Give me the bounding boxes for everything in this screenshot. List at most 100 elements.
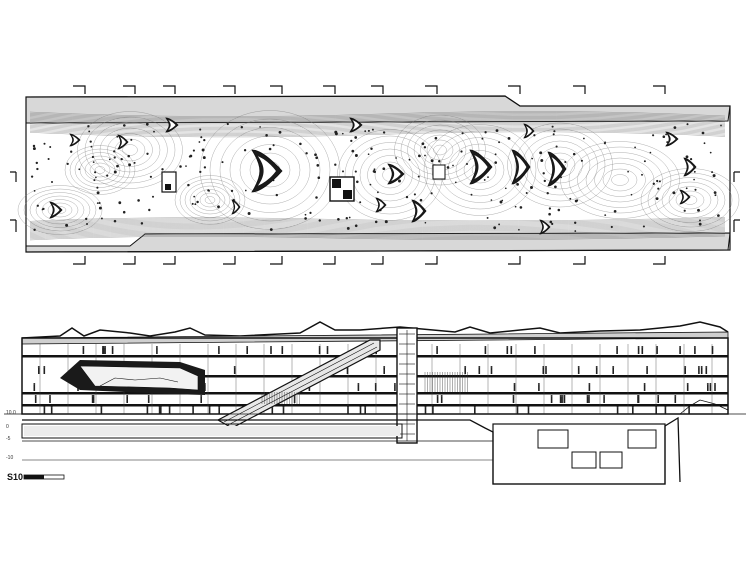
- section-figure: [246, 348, 248, 354]
- section-marker-bottom: [371, 256, 384, 265]
- person: [367, 153, 370, 156]
- terrain-pods: [49, 117, 697, 235]
- person: [96, 202, 99, 205]
- contour-ring: [179, 178, 241, 222]
- contour-ring: [426, 139, 454, 161]
- section-figure: [357, 385, 360, 391]
- section-figure-head: [657, 395, 660, 397]
- section-figure: [538, 385, 540, 391]
- contour-line: [29, 128, 726, 134]
- contour-ring: [423, 124, 537, 216]
- floor-slab: [417, 392, 728, 395]
- contour-line: [29, 228, 726, 233]
- person: [43, 142, 46, 145]
- person: [113, 219, 117, 223]
- person: [244, 189, 247, 192]
- section-figure: [424, 408, 427, 414]
- person: [498, 141, 501, 144]
- contour-line: [29, 230, 726, 235]
- section-figure: [559, 397, 562, 403]
- person: [514, 205, 517, 208]
- section-marker-top: [573, 85, 586, 94]
- person: [438, 160, 441, 163]
- person: [208, 190, 211, 192]
- person: [151, 195, 155, 198]
- person: [98, 202, 101, 204]
- person: [698, 222, 702, 226]
- floor-slab: [22, 355, 728, 358]
- section-figure-head: [674, 395, 677, 397]
- section-figure: [43, 408, 46, 414]
- section-figure: [156, 348, 158, 354]
- section-figure-head: [208, 406, 211, 408]
- section-figure-head: [637, 346, 640, 348]
- section-figure: [34, 397, 37, 403]
- section-figure: [643, 385, 646, 391]
- section-figure-head: [147, 395, 150, 397]
- person: [713, 191, 717, 194]
- person: [315, 196, 318, 199]
- person: [269, 228, 273, 231]
- section-figure: [464, 368, 466, 374]
- person: [122, 124, 126, 127]
- level-mark-1: 10.0: [6, 410, 16, 416]
- escalator-ramp: [216, 339, 381, 429]
- person: [354, 170, 357, 173]
- contour-ring: [661, 181, 719, 219]
- person: [504, 187, 507, 190]
- section-figure-head: [393, 383, 396, 385]
- section-figure: [146, 408, 149, 414]
- section-figure-head: [436, 346, 439, 348]
- contour-ring: [433, 144, 447, 156]
- section-figure: [512, 397, 515, 403]
- section-figure: [208, 408, 211, 414]
- section-figure: [714, 385, 716, 391]
- contour-ring: [529, 140, 591, 190]
- section-marker-bottom: [573, 256, 586, 265]
- section-figure-head: [464, 366, 467, 368]
- core-block-3: [432, 164, 446, 180]
- section-figure: [563, 397, 566, 403]
- core-block-2-fill: [332, 179, 341, 188]
- person: [65, 223, 69, 227]
- person: [452, 164, 454, 167]
- section-figure-head: [158, 406, 161, 408]
- person: [188, 155, 191, 158]
- person: [580, 159, 583, 162]
- section-figure: [612, 368, 614, 374]
- section-figure-head: [104, 346, 107, 348]
- section-figure-head: [631, 406, 634, 408]
- person: [557, 208, 561, 212]
- contour-ring: [594, 163, 646, 197]
- person: [603, 142, 606, 145]
- person: [337, 217, 340, 221]
- section-figure: [641, 348, 644, 354]
- section-figure-head: [357, 383, 360, 385]
- section-figure-head: [664, 406, 667, 408]
- contour-ring: [367, 155, 413, 195]
- contour-ring: [675, 190, 705, 210]
- contour-ring: [344, 135, 436, 215]
- terrain-pod-inner: [682, 192, 688, 202]
- contour-ring: [219, 127, 321, 213]
- section-figure-head: [364, 406, 367, 408]
- section-figure: [588, 385, 591, 391]
- person: [199, 170, 202, 174]
- section-figure: [674, 397, 677, 403]
- person: [140, 222, 144, 225]
- contour-ring: [92, 122, 168, 178]
- person: [507, 137, 511, 140]
- person: [551, 125, 554, 128]
- section-figure: [126, 397, 128, 403]
- person: [116, 164, 119, 168]
- person: [382, 131, 386, 134]
- person: [421, 142, 425, 146]
- section-figure: [561, 397, 563, 403]
- person: [540, 159, 544, 162]
- person: [377, 191, 379, 194]
- terrain-pod-inner: [414, 203, 424, 219]
- contour-line: [29, 114, 726, 121]
- section-figure: [282, 408, 285, 414]
- person: [652, 182, 655, 185]
